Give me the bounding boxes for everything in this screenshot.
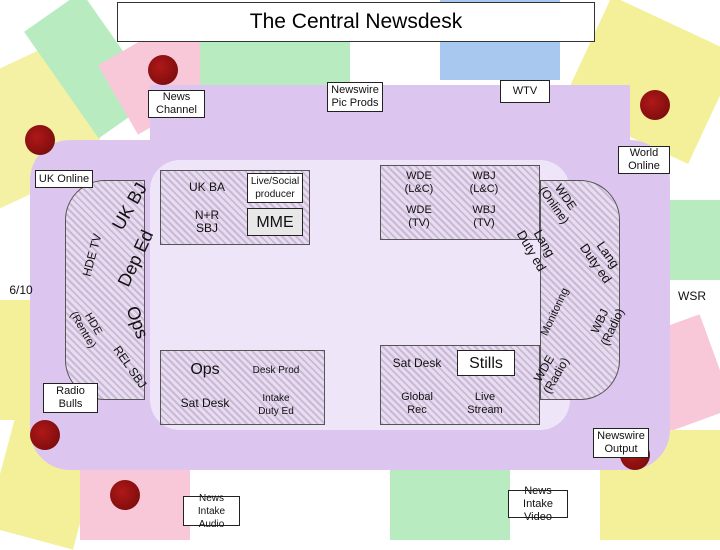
label-mme: MME xyxy=(247,208,303,236)
label-nr-sbj: N+R SBJ xyxy=(194,208,220,235)
desk-bottom-left xyxy=(160,350,325,425)
desk-right-arc xyxy=(540,180,620,400)
chair-1 xyxy=(148,55,178,85)
label-wbj-tv: WBJ (TV) xyxy=(472,204,496,229)
label-news-channel: News Channel xyxy=(148,90,205,118)
label-news-intake-video: News Intake Video xyxy=(508,485,568,523)
label-six-ten: 6/10 xyxy=(9,283,33,297)
label-stills: Stills xyxy=(457,350,515,376)
label-live-social-producer: Live/Social producer xyxy=(247,173,303,203)
label-newswire-pic-prods: Newswire Pic Prods xyxy=(327,82,383,112)
newsdesk-floor-top xyxy=(150,85,630,165)
label-intake-duty-ed: Intake Duty Ed xyxy=(258,393,294,417)
chair-4 xyxy=(640,90,670,120)
label-news-intake-audio: News Intake Audio xyxy=(183,493,240,530)
label-wtv: WTV xyxy=(500,80,550,103)
label-wbj-lc: WBJ (L&C) xyxy=(469,170,499,195)
chair-2 xyxy=(25,125,55,155)
chair-3 xyxy=(30,420,60,450)
label-wde-tv: WDE (TV) xyxy=(406,204,432,229)
label-radio-bulls: Radio Bulls xyxy=(43,383,98,413)
label-ops-center: Ops xyxy=(190,361,220,378)
label-sat-desk-left: Sat Desk xyxy=(180,396,230,410)
label-world-online: World Online xyxy=(618,146,670,174)
page-title: The Central Newsdesk xyxy=(117,2,595,42)
chair-6 xyxy=(110,480,140,510)
label-desk-prod: Desk Prod xyxy=(252,365,300,376)
green-zone-right xyxy=(670,200,720,280)
desk-left-arc xyxy=(65,180,145,400)
label-uk-ba: UK BA xyxy=(188,180,225,194)
label-wde-lc: WDE (L&C) xyxy=(404,170,434,195)
green-zone-bottom-center xyxy=(390,460,510,540)
label-uk-online: UK Online xyxy=(35,170,93,188)
label-sat-desk-right: Sat Desk xyxy=(392,356,442,370)
desk-top-right xyxy=(380,165,540,240)
label-newswire-output: Newswire Output xyxy=(593,428,649,458)
label-live-stream: Live Stream xyxy=(467,391,503,416)
label-global-rec: Global Rec xyxy=(401,391,433,416)
label-wsr: WSR xyxy=(678,289,706,303)
